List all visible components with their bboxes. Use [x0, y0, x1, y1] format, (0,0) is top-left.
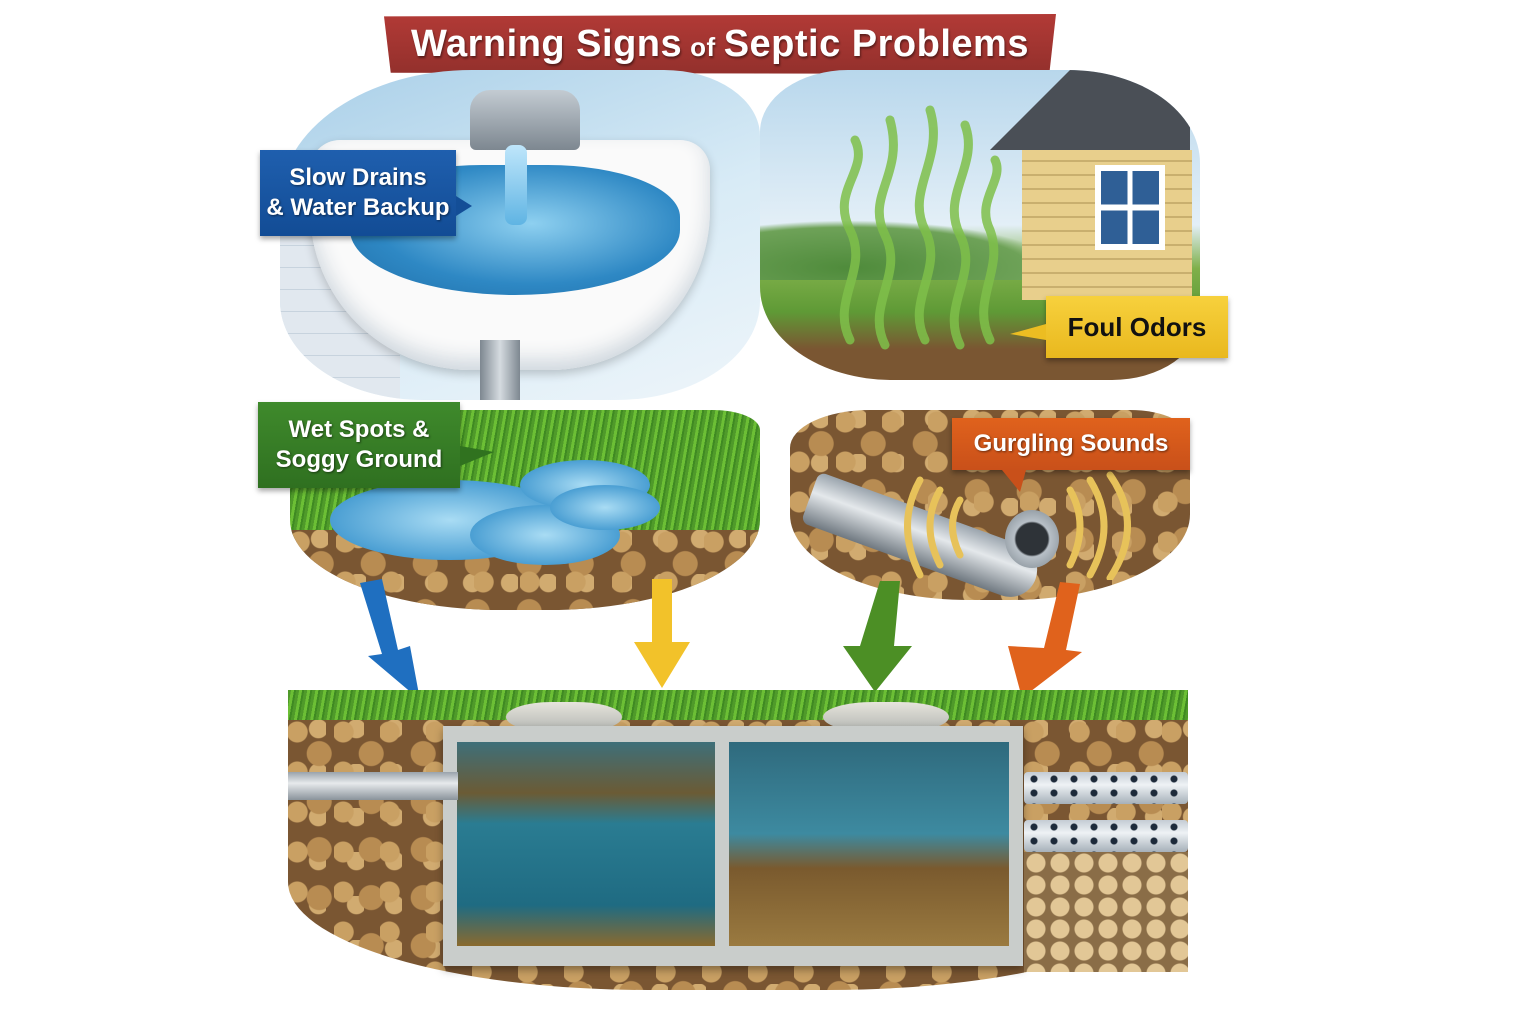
foul-odors-label: Foul Odors: [1010, 296, 1228, 358]
drain-pipe: [480, 340, 520, 400]
odor-waves-icon: [830, 100, 1010, 360]
slow-drains-line2: & Water Backup: [266, 194, 450, 221]
title-connector: of: [690, 31, 716, 62]
faucet-icon: [470, 90, 580, 150]
wet-spots-line2: Soggy Ground: [275, 446, 443, 473]
arrow-green-icon: [843, 581, 912, 692]
drainfield-pipe-upper: [1024, 772, 1188, 804]
gurgling-text: Gurgling Sounds: [973, 430, 1169, 457]
title-part1: Warning Signs: [411, 22, 683, 65]
house-window-icon: [1095, 165, 1165, 250]
drainfield-pipe-lower: [1024, 820, 1188, 852]
inlet-pipe: [288, 772, 458, 800]
gurgling-label: Gurgling Sounds: [952, 418, 1190, 492]
surface-grass: [288, 690, 1188, 724]
sink-scene: [280, 70, 760, 400]
compartment-divider: [715, 742, 729, 946]
septic-tank-cutaway: [288, 690, 1188, 990]
foul-odors-text: Foul Odors: [1067, 311, 1207, 342]
wet-spots-line1: Wet Spots &: [288, 416, 430, 443]
puddle-4: [550, 485, 660, 530]
title-banner: Warning Signs of Septic Problems: [384, 14, 1056, 74]
wet-spots-label: Wet Spots & Soggy Ground: [258, 402, 494, 488]
sound-waves-icon: [870, 470, 1160, 582]
title-part2: Septic Problems: [723, 22, 1029, 65]
tree-line: [760, 220, 1060, 280]
water-stream: [505, 145, 527, 225]
odor-scene: [760, 70, 1200, 380]
slow-drains-label: Slow Drains & Water Backup: [260, 150, 472, 236]
slow-drains-line1: Slow Drains: [289, 164, 427, 191]
tank-body: [443, 726, 1023, 966]
house-roof: [990, 70, 1190, 150]
compartment-1: [457, 742, 715, 946]
pipe-opening: [1005, 510, 1059, 568]
compartment-2: [729, 742, 1009, 946]
gravel-bed: [1024, 852, 1188, 972]
